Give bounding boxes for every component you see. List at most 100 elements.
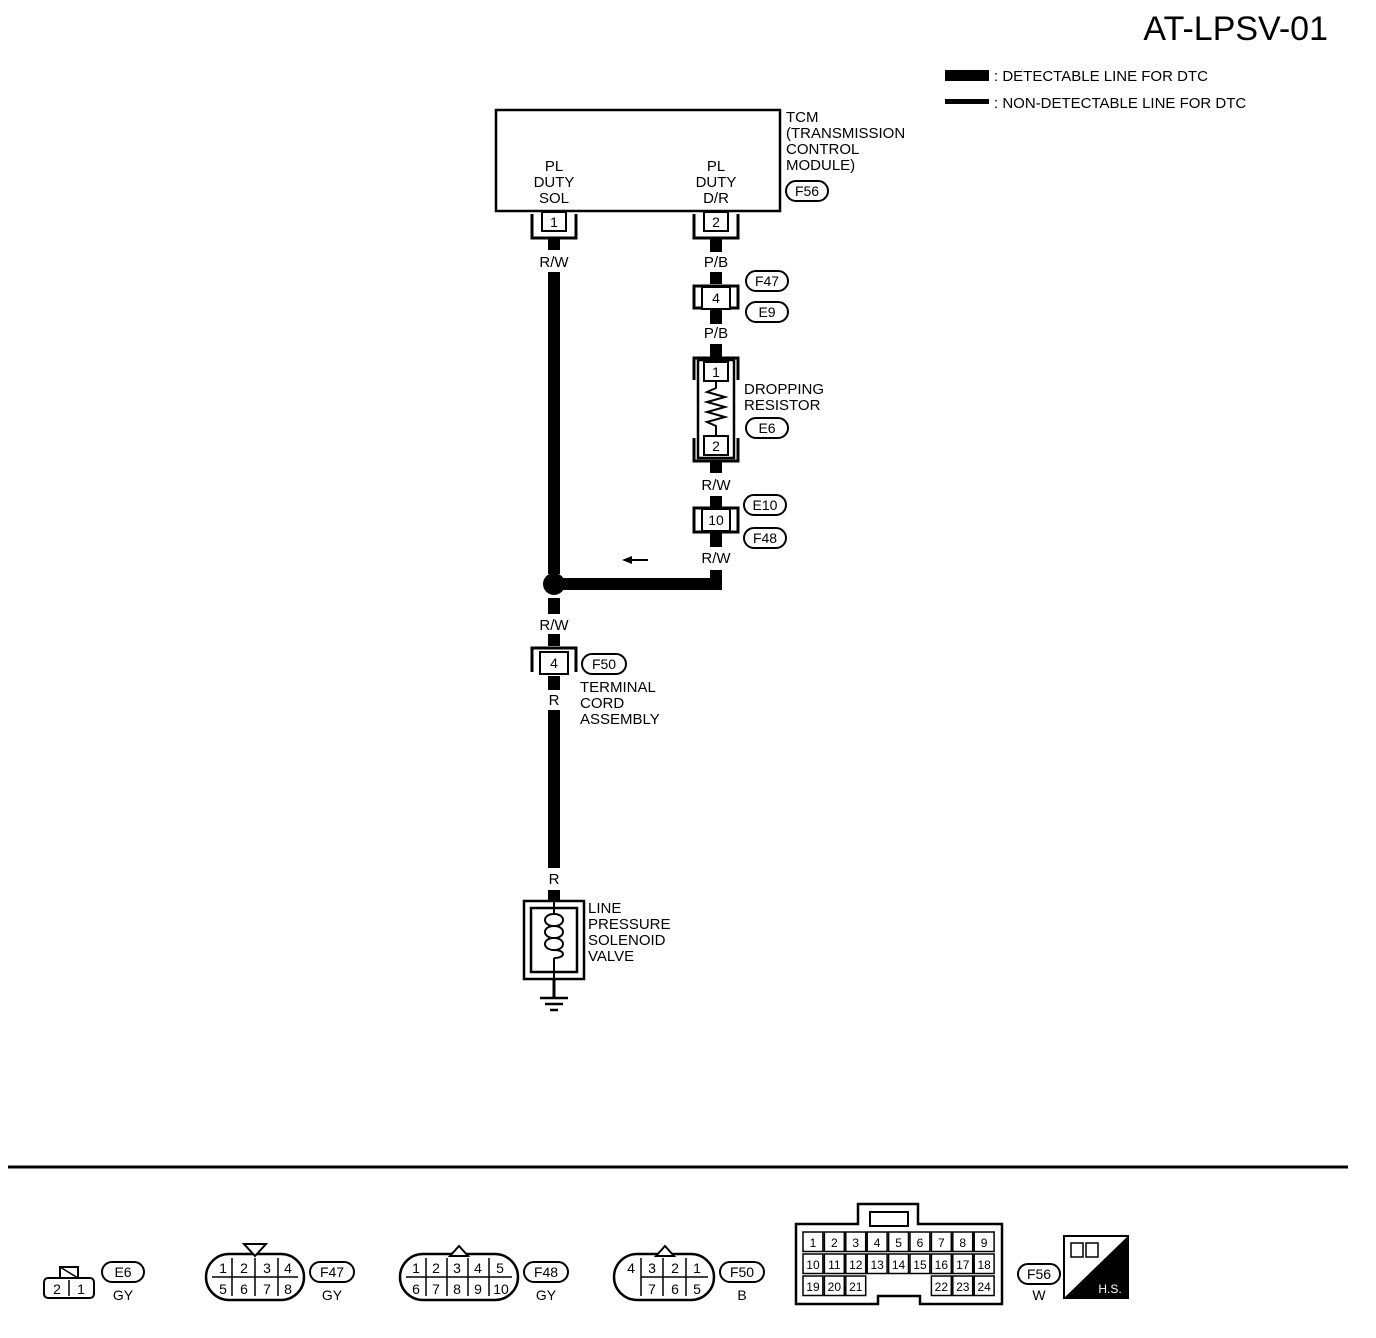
connector-view-e6: 2 1 E6 GY xyxy=(43,1261,145,1303)
tcm-terminal-2: 2 xyxy=(692,211,740,240)
f56-pin-cell xyxy=(823,1275,846,1297)
f56-pin-cell xyxy=(887,1253,910,1275)
f56-pin-number: 15 xyxy=(913,1258,927,1272)
svg-text:1: 1 xyxy=(77,1281,85,1297)
inline-connector-f47-e9: 4 F47 E9 xyxy=(692,270,789,323)
tcm-term1-label: DUTY xyxy=(534,174,575,191)
wire-color-label: P/B xyxy=(704,254,728,271)
ground-icon xyxy=(540,979,568,1012)
legend-detectable-text: : DETECTABLE LINE FOR DTC xyxy=(994,68,1208,85)
solenoid-coil-icon xyxy=(544,913,564,959)
wire-color-label: R/W xyxy=(539,617,569,634)
svg-text:7: 7 xyxy=(432,1281,440,1297)
arrow-left-icon xyxy=(622,556,648,564)
svg-text:F48: F48 xyxy=(534,1264,558,1280)
tcm-terminal-1: 1 xyxy=(530,211,578,240)
f56-pin-number: 9 xyxy=(981,1236,988,1250)
f56-pin-cell xyxy=(909,1253,931,1275)
terminal-cord-name: ASSEMBLY xyxy=(580,711,660,728)
f56-pin-number: 16 xyxy=(935,1258,949,1272)
f56-pin-number: 4 xyxy=(874,1236,881,1250)
f56-pin-number: 5 xyxy=(895,1236,902,1250)
f56-pin-cell xyxy=(802,1253,824,1275)
f56-pin-number: 12 xyxy=(849,1258,863,1272)
f56-pin-number: 24 xyxy=(977,1280,991,1294)
wire-color-label: R xyxy=(549,692,560,709)
svg-text:4: 4 xyxy=(712,290,720,306)
dropping-resistor: 1 2 DROPPING RESISTOR E6 xyxy=(692,356,824,463)
svg-text:4: 4 xyxy=(627,1260,635,1276)
resistor-name: RESISTOR xyxy=(744,397,821,414)
svg-text:6: 6 xyxy=(240,1281,248,1297)
svg-text:1: 1 xyxy=(412,1260,420,1276)
f56-pin-number: 1 xyxy=(810,1236,817,1250)
solenoid-name: LINE xyxy=(588,900,621,917)
solenoid-name: PRESSURE xyxy=(588,916,671,933)
svg-text:W: W xyxy=(1032,1287,1046,1303)
f56-pin-number: 7 xyxy=(938,1236,945,1250)
svg-text:2: 2 xyxy=(712,214,720,230)
f56-pin-cell xyxy=(845,1253,867,1275)
connector-id-e10: E10 xyxy=(753,497,778,513)
tcm-term1-label: SOL xyxy=(539,190,569,207)
f56-pin-cell xyxy=(930,1253,953,1275)
svg-text:F50: F50 xyxy=(730,1264,754,1280)
wire-color-label: R/W xyxy=(701,477,731,494)
svg-text:4: 4 xyxy=(550,655,558,671)
connector-icon xyxy=(1085,1242,1099,1258)
svg-text:1: 1 xyxy=(219,1260,227,1276)
svg-text:8: 8 xyxy=(453,1281,461,1297)
svg-text:3: 3 xyxy=(453,1260,461,1276)
svg-text:2: 2 xyxy=(712,438,720,454)
wire-color-label: R xyxy=(549,871,560,888)
svg-text:6: 6 xyxy=(412,1281,420,1297)
svg-text:8: 8 xyxy=(284,1281,292,1297)
junction-dot xyxy=(543,573,565,595)
svg-text:7: 7 xyxy=(263,1281,271,1297)
f56-pin-cell xyxy=(952,1231,974,1253)
f56-pin-number: 8 xyxy=(959,1236,966,1250)
f56-pin-number: 10 xyxy=(806,1258,820,1272)
svg-text:F56: F56 xyxy=(1027,1266,1051,1282)
connector-id-e9: E9 xyxy=(758,304,775,320)
f56-pin-number: 18 xyxy=(977,1258,991,1272)
svg-text:GY: GY xyxy=(113,1287,134,1303)
wire-color-label: P/B xyxy=(704,325,728,342)
solenoid-name: SOLENOID xyxy=(588,932,666,949)
hs-badge: H.S. xyxy=(1063,1235,1129,1299)
f56-pin-number: 20 xyxy=(828,1280,842,1294)
legend: : DETECTABLE LINE FOR DTC : NON-DETECTAB… xyxy=(945,68,1246,112)
f56-pin-cell xyxy=(845,1231,867,1253)
wire-junction-to-resistor xyxy=(560,578,722,590)
svg-text:4: 4 xyxy=(474,1260,482,1276)
terminal-cord-name: CORD xyxy=(580,695,624,712)
page-id: AT-LPSV-01 xyxy=(1143,10,1328,48)
svg-text:7: 7 xyxy=(648,1281,656,1297)
svg-text:9: 9 xyxy=(474,1281,482,1297)
f56-pin-cell xyxy=(866,1231,888,1253)
svg-text:1: 1 xyxy=(693,1260,701,1276)
f56-pin-cell xyxy=(887,1231,910,1253)
resistor-name: DROPPING xyxy=(744,381,824,398)
svg-text:2: 2 xyxy=(432,1260,440,1276)
wire-tcm1-to-junction xyxy=(548,272,560,574)
f56-pin-cell xyxy=(802,1231,824,1253)
svg-text:3: 3 xyxy=(648,1260,656,1276)
tcm-connector-id: F56 xyxy=(795,183,819,199)
connector-view-f50: 4 3 2 1 7 6 5 F50 B xyxy=(612,1244,765,1303)
svg-text:6: 6 xyxy=(671,1281,679,1297)
f56-pin-cell xyxy=(930,1275,953,1297)
f56-pin-cell xyxy=(866,1253,888,1275)
solenoid-name: VALVE xyxy=(588,948,634,965)
wire-color-label: R/W xyxy=(539,254,569,271)
svg-text:E6: E6 xyxy=(114,1264,131,1280)
f56-pin-cell xyxy=(930,1231,953,1253)
f56-pin-cell xyxy=(909,1231,931,1253)
f56-pin-number: 11 xyxy=(828,1258,841,1272)
svg-text:2: 2 xyxy=(671,1260,679,1276)
svg-text:GY: GY xyxy=(536,1287,557,1303)
f56-pin-number: 17 xyxy=(956,1258,970,1272)
f56-pin-cell xyxy=(802,1275,824,1297)
tcm-term2-label: DUTY xyxy=(696,174,737,191)
